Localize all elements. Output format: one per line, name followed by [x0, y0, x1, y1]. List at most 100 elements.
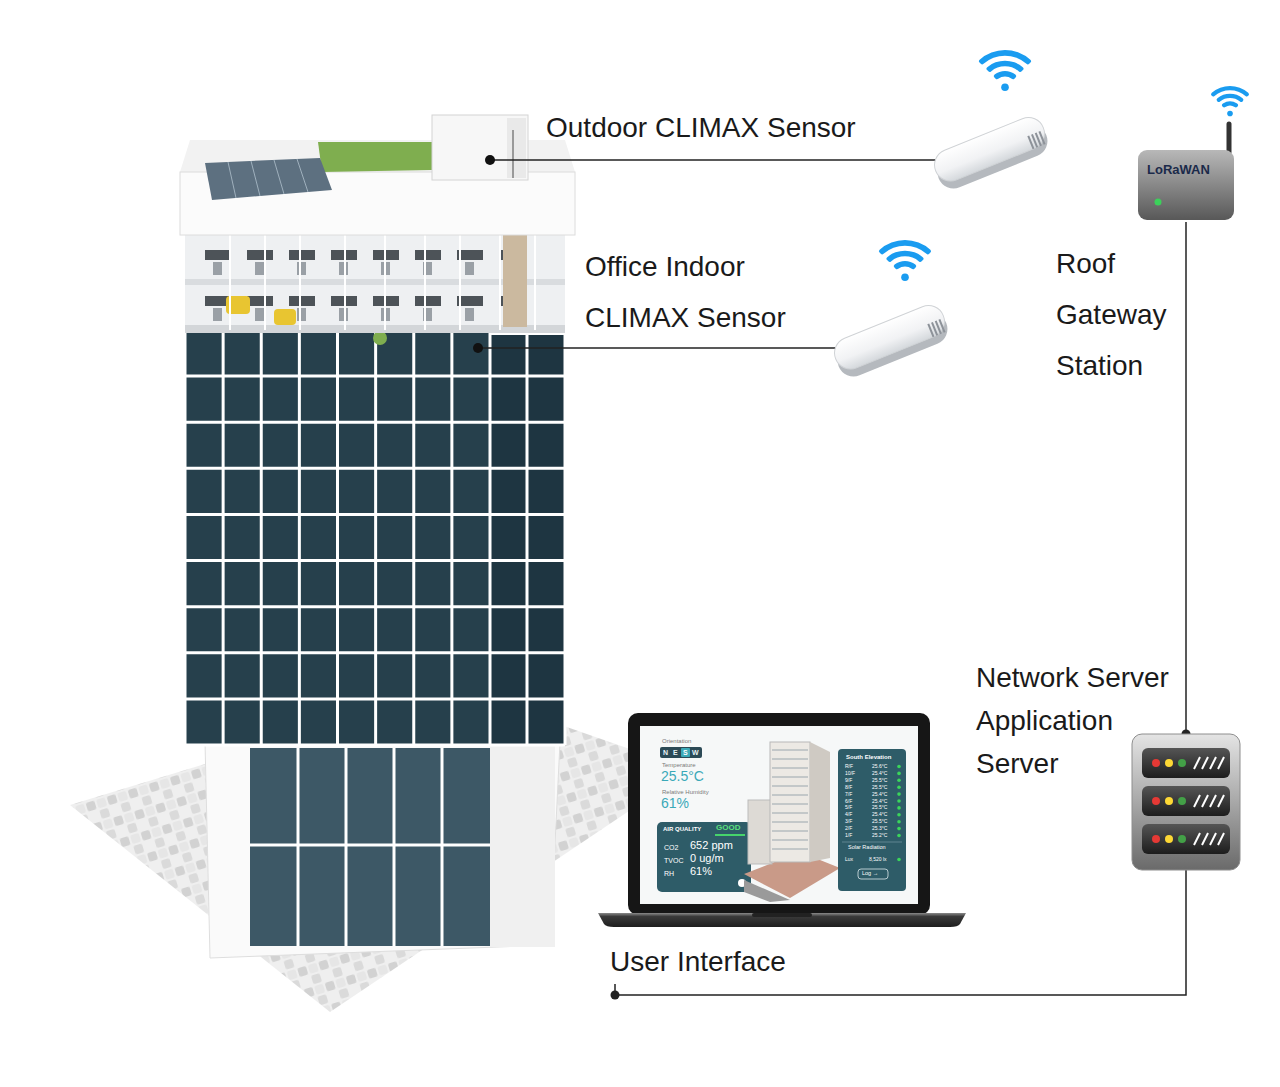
- drawing-part: [1210, 795, 1216, 807]
- drawing-part: [772, 813, 808, 814]
- drawing-part: [289, 250, 315, 260]
- dashboard-text: 25.5°C: [872, 819, 887, 824]
- drawing-part: [490, 335, 565, 745]
- label-slot: 25.4°C: [872, 812, 887, 817]
- drawing-part: [373, 331, 387, 345]
- dashboard-text: 6/F: [845, 799, 852, 804]
- drawing-part: [772, 786, 808, 787]
- dashboard-text: R/F: [845, 764, 853, 769]
- label-slot: 8,520 lx: [869, 857, 887, 862]
- drawing-part: [772, 777, 808, 778]
- label-slot: 10/F: [845, 771, 855, 776]
- label-slot: 25.5°C: [661, 769, 704, 783]
- label-slot: TVOC: [664, 857, 683, 864]
- drawing-part: [1132, 734, 1240, 870]
- server-rack-icon: [1132, 734, 1240, 870]
- drawing-part: [229, 235, 231, 330]
- label-slot: Relative Humidity: [662, 789, 709, 795]
- dashboard-text: N: [663, 749, 668, 756]
- drawing-part: [1132, 734, 1240, 870]
- dashboard-text: Temperature: [662, 762, 696, 768]
- text-slot: User Interface: [610, 944, 786, 980]
- drawing-part: [228, 162, 236, 198]
- drawing-part: [512, 130, 514, 178]
- drawing-part: [185, 375, 565, 378]
- drawing-part: [628, 713, 930, 915]
- drawing-part: [810, 742, 830, 862]
- drawing-part: [465, 262, 474, 275]
- text-slot: LoRaWAN: [1147, 162, 1210, 178]
- label-slot: 4/F: [845, 812, 852, 817]
- drawing-part: [715, 834, 745, 836]
- drawing-part: [336, 330, 339, 745]
- text-slot: Roof Gateway Station: [1056, 238, 1196, 391]
- drawing-part: [205, 250, 231, 260]
- drawing-part: [185, 330, 490, 745]
- drawing-part: [489, 330, 492, 745]
- dashboard-text: 25.2°C: [872, 833, 887, 838]
- drawing-part: [1138, 150, 1234, 220]
- drawing-part: [772, 849, 808, 850]
- dashboard: [657, 742, 906, 902]
- drawing-part: [250, 844, 490, 847]
- drawing-part: [1227, 124, 1232, 152]
- leader-line: [490, 159, 936, 161]
- drawing-part: [185, 744, 565, 747]
- drawing-part: [507, 118, 526, 178]
- drawing-part: [250, 748, 490, 946]
- drawing-part: [205, 742, 560, 958]
- drawing-part: [465, 308, 474, 321]
- drawing-part: [772, 750, 808, 751]
- dashboard-text: 61%: [661, 796, 689, 810]
- drawing-part: [1227, 111, 1233, 117]
- drawing-part: [185, 421, 565, 424]
- node-shape: [1137, 148, 1235, 222]
- dashboard-text: 25.4°C: [872, 812, 887, 817]
- drawing-part: [247, 250, 273, 260]
- dashboard-text: GOOD: [716, 824, 740, 832]
- drawing-part: [897, 806, 901, 810]
- dashboard-text: CO2: [664, 844, 678, 851]
- label-slot: 8/F: [845, 785, 852, 790]
- wifi-icon: [879, 240, 931, 281]
- drawing-part: [1165, 797, 1173, 805]
- drawing-part: [299, 235, 301, 330]
- dashboard-text: Lux: [845, 857, 853, 862]
- label-slot: GOOD: [716, 824, 740, 832]
- drawing-part: [1218, 833, 1224, 845]
- label-slot: 25.5°C: [872, 778, 887, 783]
- drawing-part: [772, 831, 808, 832]
- drawing-part: [830, 301, 950, 374]
- label-slot: Orientation: [662, 738, 691, 744]
- gateway-device: [1138, 124, 1234, 220]
- drawing-part: [1210, 833, 1216, 845]
- drawing-part: [897, 827, 901, 831]
- drawing-part: [1001, 83, 1009, 91]
- drawing-part: [264, 235, 266, 330]
- outdoor-sensor: Outdoor CLIMAX Sensor: [932, 108, 1050, 198]
- dashboard-text: 25.4°C: [872, 771, 887, 776]
- drawing-part: [289, 296, 315, 306]
- drawing-part: [185, 513, 565, 516]
- label-slot: S: [683, 749, 688, 756]
- drawing-part: [297, 308, 306, 321]
- drawing-part: [534, 235, 536, 330]
- dashboard-text: 652 ppm: [690, 840, 733, 851]
- drawing-part: [298, 330, 301, 745]
- drawing-part: [297, 262, 306, 275]
- drawing-part: [930, 113, 1053, 194]
- drawing-part: [772, 768, 808, 769]
- drawing-part: [660, 747, 702, 758]
- drawing-part: [1152, 835, 1160, 843]
- label-slot: 25.4°C: [872, 771, 887, 776]
- drawing-part: [897, 813, 901, 817]
- drawing-part: [185, 651, 565, 654]
- drawing-part: [894, 261, 916, 269]
- drawing-part: [987, 61, 1024, 72]
- drawing-part: [842, 842, 902, 843]
- drawing-part: [1142, 748, 1230, 778]
- label-slot: 25.4°C: [872, 799, 887, 804]
- drawing-part: [526, 335, 529, 745]
- drawing-part: [297, 748, 300, 946]
- drawing-part: [772, 795, 808, 796]
